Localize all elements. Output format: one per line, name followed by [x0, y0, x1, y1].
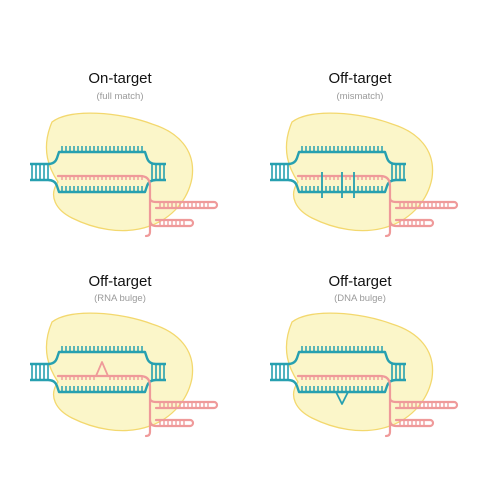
cas9-protein-shape — [285, 312, 434, 432]
rna-hairpin-loop — [429, 218, 435, 228]
guide-rna-backbone — [56, 374, 216, 438]
panel-title: Off-target — [328, 273, 392, 290]
panel-title: Off-target — [328, 70, 392, 87]
panel-title: Off-target — [88, 273, 152, 290]
panel-off-target-dna-bulge: Off-target (DNA bulge) — [240, 200, 480, 440]
panel-subtitle: (mismatch) — [336, 91, 384, 102]
rna-hairpin-loop — [429, 418, 435, 428]
complex-group — [270, 112, 459, 238]
crispr-complex-diagram — [30, 312, 219, 438]
rna-bulge-marker — [95, 361, 109, 377]
panel-subtitle: (DNA bulge) — [334, 293, 386, 304]
complex-group — [30, 112, 219, 238]
complex-group — [30, 312, 219, 438]
panel-on-target: On-target (full match) — [0, 0, 240, 240]
crispr-complex-diagram — [270, 312, 459, 438]
rna-hairpin-loop — [453, 200, 459, 210]
panel-subtitle: (full match) — [96, 91, 144, 102]
rna-hairpin-loop — [453, 400, 459, 410]
crispr-complex-diagram — [30, 112, 219, 238]
guide-rna-backbone — [56, 174, 216, 238]
panel-subtitle: (RNA bulge) — [94, 293, 146, 304]
rna-hairpin-loop — [213, 200, 219, 210]
rna-hairpin-loop — [189, 418, 195, 428]
cas9-protein-shape — [45, 312, 194, 432]
panel-title: On-target — [88, 70, 152, 87]
crispr-complex-diagram — [270, 112, 459, 238]
dna-bulge-marker — [335, 391, 349, 405]
rna-hairpin-loop — [213, 400, 219, 410]
panel-off-target-mismatch: Off-target (mismatch) — [240, 0, 480, 240]
guide-rna-backbone — [296, 374, 456, 438]
panel-off-target-rna-bulge: Off-target (RNA bulge) — [0, 200, 240, 440]
guide-rna-backbone — [296, 174, 456, 238]
complex-group — [270, 312, 459, 438]
rna-hairpin-loop — [189, 218, 195, 228]
